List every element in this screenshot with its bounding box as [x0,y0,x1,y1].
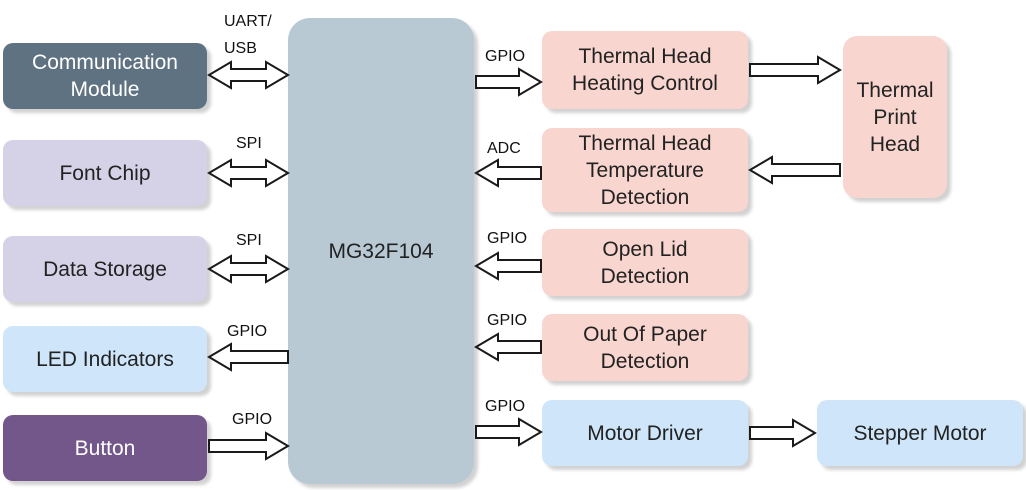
communication-module-block: Communication Module [3,43,207,109]
led-indicators-block: LED Indicators [3,326,207,392]
arrow-to-print-head [749,55,842,85]
arrow-communication [207,60,290,90]
thermal-print-head-block: Thermal Print Head [843,36,947,198]
heating-control-block: Thermal Head Heating Control [542,31,748,109]
motor-driver-label: Motor Driver [587,421,703,445]
motor-driver-block: Motor Driver [542,400,748,466]
heating-control-label: Thermal Head Heating Control [572,45,718,95]
arrow-out-of-paper [474,332,542,362]
temperature-detection-block: Thermal Head Temperature Detection [542,128,748,212]
arrow-led [207,342,289,372]
mcu-block: MG32F104 [288,18,474,484]
out-of-paper-detection-label: Out Of Paper Detection [583,322,707,373]
arrow-to-stepper [749,418,817,448]
arrow-data-storage [207,254,290,284]
stepper-motor-label: Stepper Motor [853,421,987,445]
bus-label-button: GPIO [232,411,273,428]
button-label: Button [74,436,136,460]
led-indicators-label: LED Indicators [36,347,174,371]
arrow-temperature [474,158,542,188]
data-storage-block: Data Storage [3,236,207,302]
bus-label-communication: UART/ USB [224,13,272,57]
open-lid-detection-block: Open Lid Detection [542,229,748,296]
arrow-motor [475,417,543,447]
arrow-heating [475,67,543,97]
bus-label-temperature: ADC [487,140,521,157]
temperature-detection-label: Thermal Head Temperature Detection [578,131,712,209]
open-lid-detection-label: Open Lid Detection [600,237,690,288]
thermal-print-head-label: Thermal Print Head [856,78,934,156]
arrow-button [208,431,290,461]
bus-label-motor: GPIO [485,398,526,415]
bus-label-data-storage: SPI [236,232,262,249]
arrow-from-print-head [748,155,841,185]
stepper-motor-block: Stepper Motor [817,400,1023,466]
button-block: Button [3,415,207,481]
arrow-open-lid [474,251,542,281]
communication-module-label: Communication Module [32,51,178,101]
arrow-font-chip [207,158,290,188]
bus-label-led: GPIO [227,323,268,340]
bus-label-font-chip: SPI [236,135,262,152]
font-chip-block: Font Chip [3,140,207,206]
mcu-label: MG32F104 [328,239,434,263]
bus-label-out-of-paper: GPIO [487,312,528,329]
font-chip-label: Font Chip [59,161,151,185]
data-storage-label: Data Storage [43,257,167,281]
bus-label-open-lid: GPIO [487,230,528,247]
bus-label-heating: GPIO [485,48,526,65]
out-of-paper-detection-block: Out Of Paper Detection [542,314,748,381]
